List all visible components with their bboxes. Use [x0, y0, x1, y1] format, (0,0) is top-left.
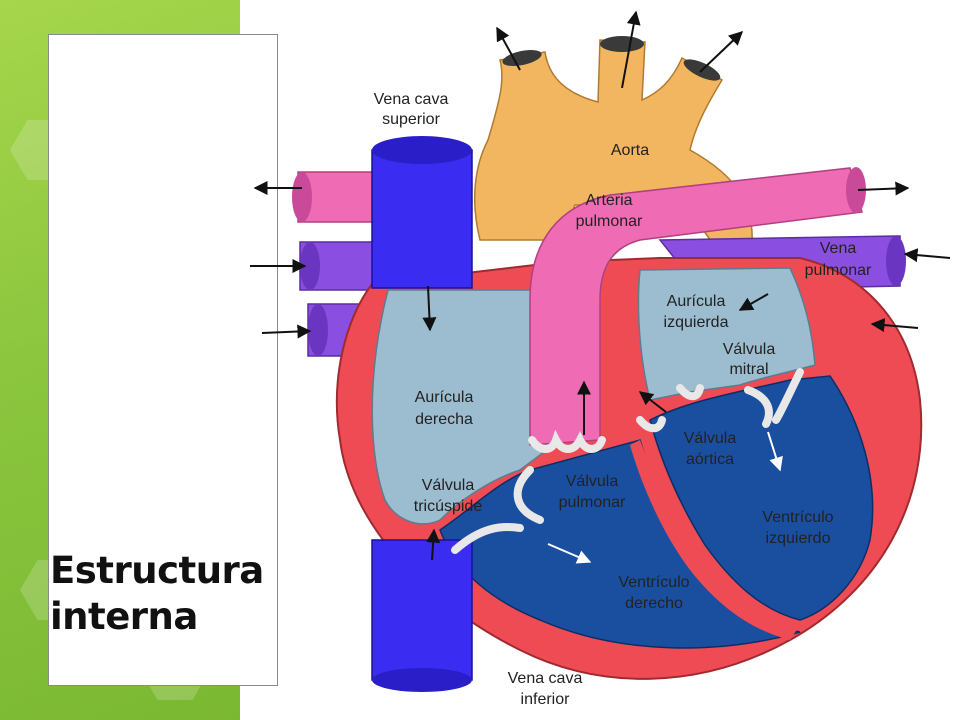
- label-valvula-pulmonar-1: Válvula: [566, 473, 619, 490]
- aorta-opening-middle: [600, 36, 644, 52]
- label-valvula-aortica-1: Válvula: [684, 430, 737, 447]
- label-auricula-izquierda-2: izquierda: [664, 314, 729, 331]
- label-ventriculo-izquierdo-1: Ventrículo: [762, 509, 833, 526]
- pulmonary-vein-left-upper-end: [300, 242, 320, 290]
- pulmonary-vein-left-lower-end: [308, 304, 328, 356]
- left-atrium: [637, 267, 816, 401]
- flow-arrows: [250, 10, 951, 561]
- label-vena-pulmonar-2: pulmonar: [805, 262, 872, 279]
- label-vena-cava-inferior-2: inferior: [521, 691, 571, 708]
- label-auricula-derecha-2: derecha: [415, 411, 473, 428]
- interventricular-septum: [630, 440, 800, 640]
- content-panel: [48, 34, 278, 686]
- label-auricula-izquierda-1: Aurícula: [667, 293, 726, 310]
- label-valvula-pulmonar-2: pulmonar: [559, 494, 626, 511]
- label-arteria-pulmonar-2: pulmonar: [576, 213, 643, 230]
- pulmonary-vein-right-upper-end: [886, 236, 906, 286]
- pulmonary-valve: [528, 429, 606, 453]
- label-valvula-mitral-2: mitral: [729, 361, 768, 378]
- label-valvula-mitral-1: Válvula: [723, 341, 776, 358]
- label-valvula-tricuspide-1: Válvula: [422, 477, 475, 494]
- pulmonary-artery-right-end: [846, 167, 866, 213]
- label-auricula-derecha-1: Aurícula: [415, 389, 474, 406]
- flow-arrows-white: [547, 431, 783, 564]
- label-aorta: Aorta: [611, 142, 649, 159]
- superior-vena-cava-opening: [372, 136, 472, 164]
- label-ventriculo-derecho-2: derecho: [625, 595, 683, 612]
- pulmonary-artery: [529, 167, 863, 446]
- label-vena-pulmonar-1: Vena: [820, 240, 857, 257]
- pulmonary-artery-left-end: [292, 172, 312, 222]
- mitral-valve: [744, 368, 804, 428]
- right-atrium: [371, 289, 561, 525]
- label-ventriculo-izquierdo-2: izquierdo: [766, 530, 831, 547]
- inferior-vena-cava-opening: [372, 668, 472, 692]
- slide-title: Estructura interna: [50, 549, 264, 638]
- label-vena-cava-superior-1: Vena cava: [374, 91, 449, 108]
- tricuspid-valve: [451, 466, 544, 554]
- inferior-vena-cava: [371, 539, 473, 681]
- label-arteria-pulmonar-1: Arteria: [585, 192, 632, 209]
- label-vena-cava-superior-2: superior: [382, 111, 440, 128]
- label-valvula-tricuspide-2: tricúspide: [414, 498, 483, 515]
- label-vena-cava-inferior-1: Vena cava: [508, 670, 583, 687]
- left-ventricle: [649, 375, 874, 621]
- superior-vena-cava: [371, 149, 473, 289]
- label-ventriculo-derecho-1: Ventrículo: [618, 574, 689, 591]
- label-valvula-aortica-2: aórtica: [686, 451, 734, 468]
- aortic-valve: [636, 384, 704, 433]
